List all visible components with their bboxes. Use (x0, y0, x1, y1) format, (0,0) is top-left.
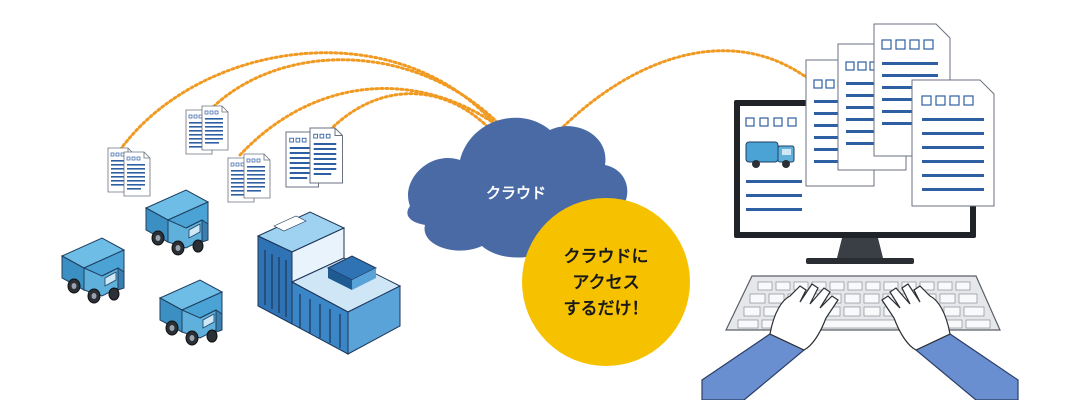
garbage-truck-icon (145, 189, 209, 256)
connection-line (208, 58, 507, 132)
office-building-icon (256, 211, 402, 355)
connection-line (558, 49, 812, 132)
garbage-truck-icon (745, 141, 795, 168)
callout-line-2: アクセス (572, 273, 639, 293)
connection-line (238, 87, 512, 157)
document-icon (309, 127, 344, 184)
screen-document (745, 117, 802, 211)
document-icon (911, 79, 995, 207)
connection-line (328, 92, 502, 142)
callout-line-1: クラウドに (564, 247, 649, 267)
document-icon (243, 153, 271, 199)
garbage-truck-icon (61, 237, 125, 304)
callout-bubble: クラウドに アクセス するだけ！ (522, 198, 690, 366)
connection-lines (118, 49, 812, 157)
cloud-label: クラウド (486, 184, 546, 202)
document-stack (805, 23, 995, 207)
garbage-truck-icon (159, 279, 223, 346)
document-icon (201, 105, 229, 151)
callout-line-3: するだけ！ (564, 299, 649, 319)
hand-icon (881, 283, 1019, 400)
document-icon (123, 151, 151, 197)
keyboard-icon (725, 275, 1001, 331)
hand-icon (701, 283, 839, 400)
